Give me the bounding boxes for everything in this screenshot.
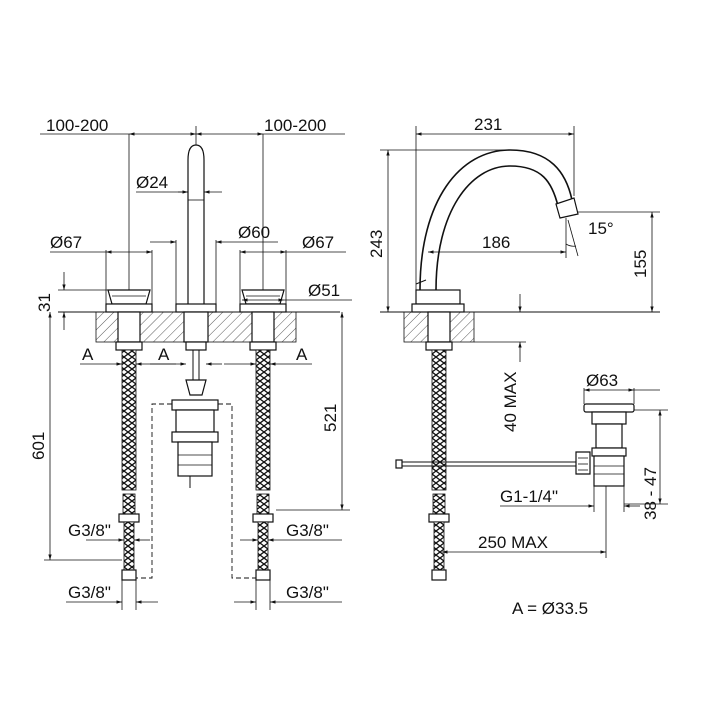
hidden-connection-right <box>218 403 258 579</box>
dim-drain-flange-diameter: Ø63 <box>586 371 618 390</box>
hidden-connection-left <box>132 403 172 579</box>
side-spout <box>411 149 579 581</box>
dim-drain-height: 38 - 47 <box>641 467 660 520</box>
left-valve-handle <box>105 289 153 581</box>
dim-right-span: 100-200 <box>264 116 326 135</box>
thread-right-upper: G3/8" <box>286 521 329 540</box>
diverter-body <box>171 399 219 488</box>
label-a-left: A <box>82 345 94 364</box>
thread-right-lower: G3/8" <box>286 583 329 602</box>
note-a-definition: A = Ø33.5 <box>512 599 588 618</box>
popup-rod <box>395 459 580 469</box>
dim-handle-height: 31 <box>35 293 54 312</box>
thread-left-upper: G3/8" <box>68 521 111 540</box>
dim-handle-cap-diameter: Ø51 <box>308 281 340 300</box>
dim-left-span: 100-200 <box>46 116 108 135</box>
dim-hose-height: 521 <box>321 404 340 432</box>
thread-left-lower: G3/8" <box>68 583 111 602</box>
dim-max-thickness: 40 MAX <box>501 372 520 432</box>
dim-spout-diameter: Ø24 <box>136 173 168 192</box>
dim-left-handle-diameter: Ø67 <box>50 233 82 252</box>
popup-drain <box>575 403 635 487</box>
label-a-right: A <box>296 345 308 364</box>
dim-spout-overall-width: 231 <box>474 115 502 134</box>
dim-outlet-height: 155 <box>631 250 650 278</box>
dim-max-hose-length: 250 MAX <box>478 533 548 552</box>
center-spout <box>175 144 217 396</box>
dim-right-handle-diameter: Ø67 <box>302 233 334 252</box>
dim-spout-reach: 186 <box>482 233 510 252</box>
dim-total-height: 601 <box>29 432 48 460</box>
label-a-center: A <box>158 345 170 364</box>
dim-spout-height: 243 <box>367 230 386 258</box>
drain-thread-size: G1-1/4" <box>500 487 558 506</box>
span-dimension-lines <box>40 126 345 290</box>
dim-outlet-angle: 15° <box>588 219 614 238</box>
dim-base-diameter: Ø60 <box>238 223 270 242</box>
